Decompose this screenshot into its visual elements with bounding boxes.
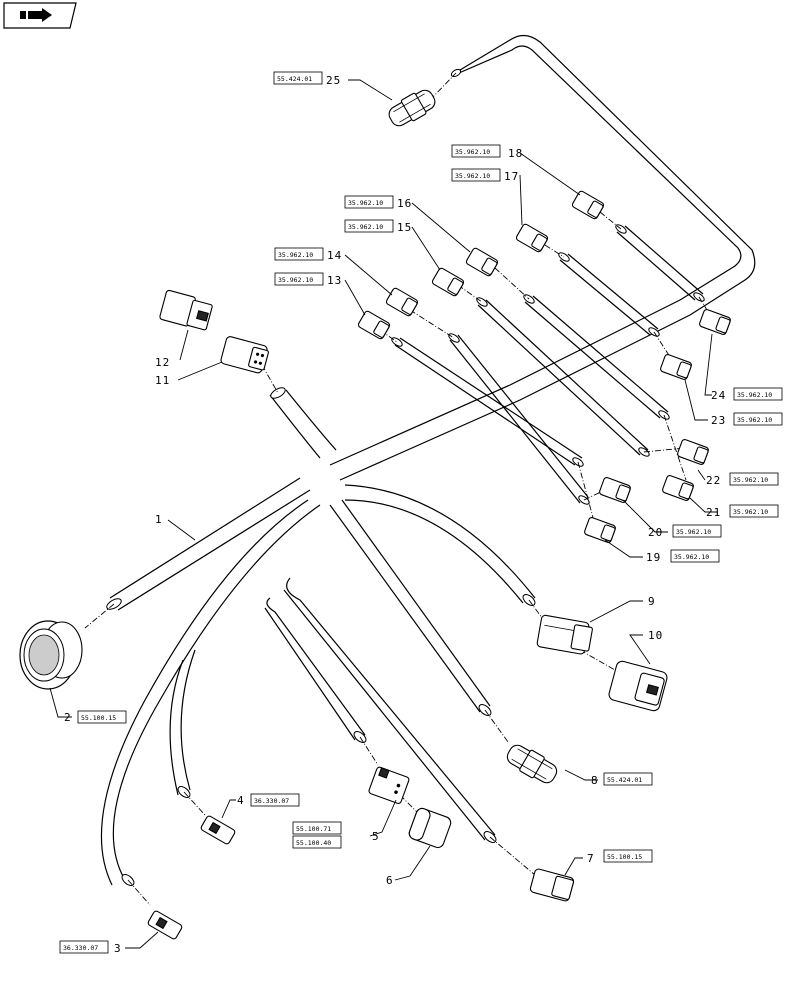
svg-text:55.100.15: 55.100.15 (81, 714, 116, 722)
svg-text:35.962.10: 35.962.10 (674, 553, 709, 561)
callout-14: 14 (327, 249, 342, 262)
ref-box-15[interactable]: 35.962.10 (344, 219, 394, 233)
ref-box-21[interactable]: 35.962.10 (729, 504, 779, 518)
callout-7: 7 (587, 852, 595, 865)
connector-20 (599, 477, 631, 503)
connector-19 (584, 517, 616, 543)
callout-3: 3 (114, 942, 122, 955)
connector-5 (368, 766, 410, 805)
callout-23: 23 (711, 414, 726, 427)
callout-13: 13 (327, 274, 342, 287)
ref-box-17[interactable]: 35.962.10 (451, 168, 501, 182)
svg-text:36.330.07: 36.330.07 (63, 944, 98, 952)
callout-18: 18 (508, 147, 523, 160)
svg-text:35.962.10: 35.962.10 (676, 528, 711, 536)
connector-4 (200, 815, 236, 845)
page-nav-button[interactable] (3, 2, 77, 29)
callout-6: 6 (386, 874, 394, 887)
connector-11 (220, 336, 269, 374)
ref-box-22[interactable]: 35.962.10 (729, 472, 779, 486)
callout-labels: 25 18 17 16 15 14 13 12 11 1 2 3 4 5 6 7… (64, 74, 726, 955)
callout-4: 4 (237, 794, 245, 807)
svg-text:55.100.71: 55.100.71 (296, 825, 331, 833)
connector-23 (660, 354, 692, 380)
ref-box-4[interactable]: 36.330.07 (250, 793, 300, 807)
connector-25 (388, 89, 436, 127)
svg-text:55.100.15: 55.100.15 (607, 853, 642, 861)
connector-15 (431, 267, 465, 297)
ref-box-20[interactable]: 35.962.10 (672, 524, 722, 538)
callout-22: 22 (706, 474, 721, 487)
callout-11: 11 (155, 374, 170, 387)
connector-7 (529, 868, 575, 902)
connector-9 (536, 614, 593, 655)
connector-24 (699, 309, 731, 335)
callout-24: 24 (711, 389, 726, 402)
svg-text:55.100.40: 55.100.40 (296, 839, 331, 847)
callout-25: 25 (326, 74, 341, 87)
harness-trunk (100, 34, 756, 886)
ref-box-3[interactable]: 36.330.07 (59, 940, 109, 954)
connector-3 (147, 910, 183, 940)
callout-19: 19 (646, 551, 661, 564)
connector-18 (571, 190, 605, 220)
ref-box-18[interactable]: 35.962.10 (451, 144, 501, 158)
callout-17: 17 (504, 170, 519, 183)
svg-text:36.330.07: 36.330.07 (254, 797, 289, 805)
connector-2 (19, 620, 83, 690)
svg-text:35.962.10: 35.962.10 (455, 172, 490, 180)
connector-12 (159, 289, 213, 331)
svg-text:35.962.10: 35.962.10 (737, 391, 772, 399)
ref-box-14[interactable]: 35.962.10 (274, 247, 324, 261)
ref-box-13[interactable]: 35.962.10 (274, 272, 324, 286)
connector-17 (515, 223, 549, 253)
page-back-arrow-icon (20, 8, 52, 22)
svg-text:55.424.01: 55.424.01 (277, 75, 312, 83)
svg-text:35.962.10: 35.962.10 (278, 276, 313, 284)
svg-text:55.424.01: 55.424.01 (607, 776, 642, 784)
ref-box-24[interactable]: 35.962.10 (733, 387, 783, 401)
callout-5: 5 (372, 830, 380, 843)
svg-text:35.962.10: 35.962.10 (278, 251, 313, 259)
connector-14 (385, 287, 419, 317)
callout-10: 10 (648, 629, 663, 642)
ref-box-19[interactable]: 35.962.10 (670, 549, 720, 563)
callout-8: 8 (591, 774, 599, 787)
connector-8 (506, 744, 558, 784)
svg-text:35.962.10: 35.962.10 (455, 148, 490, 156)
connector-21 (662, 475, 694, 501)
connector-22 (677, 439, 709, 465)
ref-box-5a[interactable]: 55.100.71 (292, 821, 342, 835)
ref-box-7[interactable]: 55.100.15 (603, 849, 653, 863)
callout-16: 16 (397, 197, 412, 210)
svg-text:35.962.10: 35.962.10 (348, 199, 383, 207)
leader-lines (49, 79, 718, 949)
ref-box-2[interactable]: 55.100.15 (77, 710, 127, 724)
callout-15: 15 (397, 221, 412, 234)
svg-text:35.962.10: 35.962.10 (737, 416, 772, 424)
svg-text:35.962.10: 35.962.10 (733, 476, 768, 484)
ref-box-8[interactable]: 55.424.01 (603, 772, 653, 786)
callout-1: 1 (155, 513, 163, 526)
ref-box-23[interactable]: 35.962.10 (733, 412, 783, 426)
connector-16 (465, 247, 499, 277)
callout-12: 12 (155, 356, 170, 369)
ref-box-16[interactable]: 35.962.10 (344, 195, 394, 209)
connector-10 (608, 660, 668, 712)
reference-boxes: 55.424.01 35.962.10 35.962.10 35.962.10 … (59, 71, 783, 954)
svg-text:35.962.10: 35.962.10 (733, 508, 768, 516)
callout-21: 21 (706, 506, 721, 519)
callout-20: 20 (648, 526, 663, 539)
connector-6 (408, 807, 452, 849)
connector-13 (357, 310, 391, 340)
callout-2: 2 (64, 711, 72, 724)
svg-text:35.962.10: 35.962.10 (348, 223, 383, 231)
ref-box-5b[interactable]: 55.100.40 (292, 835, 342, 849)
callout-9: 9 (648, 595, 656, 608)
ref-box-25[interactable]: 55.424.01 (273, 71, 323, 85)
